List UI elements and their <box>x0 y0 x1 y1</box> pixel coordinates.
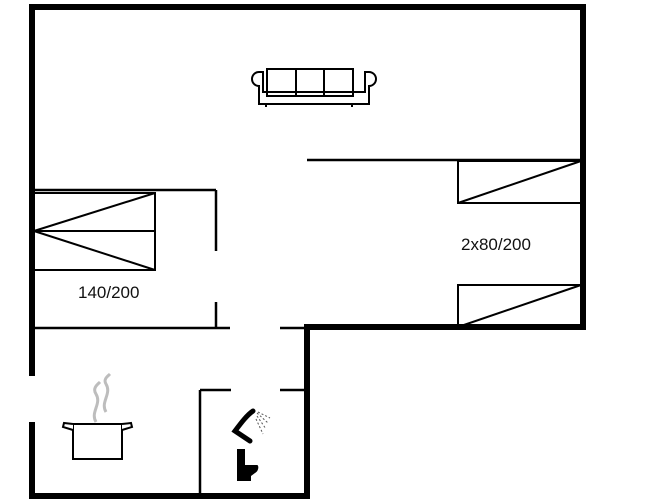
single-bed-icon <box>457 284 582 328</box>
sofa-icon <box>251 68 377 107</box>
cooking-pot-icon <box>61 372 134 460</box>
toilet-icon <box>237 449 259 481</box>
single-bed-icon <box>457 160 582 204</box>
shower-icon <box>231 408 271 444</box>
bedroom-2-bed-label: 2x80/200 <box>461 235 531 254</box>
outer-walls <box>29 4 586 499</box>
double-bed-icon <box>33 192 156 271</box>
bedroom-1-bed-label: 140/200 <box>78 283 140 302</box>
